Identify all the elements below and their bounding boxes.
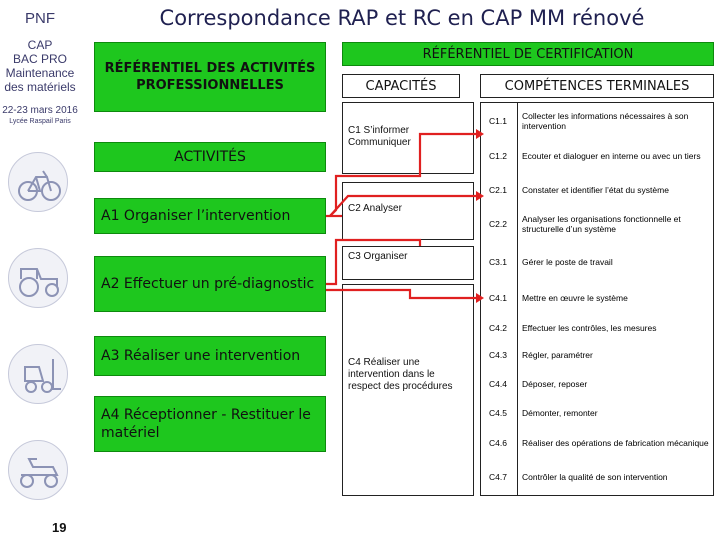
competence-row: C1.1 Collecter les informations nécessair… xyxy=(480,106,714,136)
competence-code: C4.6 xyxy=(489,438,507,448)
competence-row: C4.1 Mettre en œuvre le système xyxy=(480,284,714,312)
competence-text: Démonter, remonter xyxy=(522,408,598,418)
competence-row: C2.1 Constater et identifier l’état du sy… xyxy=(480,178,714,202)
activity-a2: A2 Effectuer un pré-diagnostic xyxy=(94,256,326,312)
activities-header: ACTIVITÉS xyxy=(94,142,326,172)
competence-text: Mettre en œuvre le système xyxy=(522,293,628,303)
column-divider xyxy=(517,103,518,495)
competences-table xyxy=(480,102,714,496)
mower-icon xyxy=(8,440,68,500)
school-name: Lycée Raspail Paris xyxy=(9,118,71,125)
capacity-c4: C4 Réaliser une intervention dans le res… xyxy=(342,284,474,496)
capacity-c3: C3 Organiser xyxy=(342,246,474,280)
competence-code: C4.7 xyxy=(489,472,507,482)
diploma-line: des matériels xyxy=(4,80,76,94)
competence-text: Régler, paramétrer xyxy=(522,350,593,360)
competence-row: C4.6 Réaliser des opérations de fabricati… xyxy=(480,428,714,458)
competence-text: Réaliser des opérations de fabrication m… xyxy=(522,438,709,448)
ref-activities-header: RÉFÉRENTIEL DES ACTIVITÉS PROFESSIONNELL… xyxy=(94,42,326,112)
competence-row: C2.2 Analyser les organisations fonctionn… xyxy=(480,206,714,242)
competence-text: Analyser les organisations fonctionnelle… xyxy=(522,214,681,234)
competence-code: C3.1 xyxy=(489,257,507,267)
capacities-header: CAPACITÉS xyxy=(342,74,460,98)
competence-text: Déposer, reposer xyxy=(522,379,588,389)
competence-row: C3.1 Gérer le poste de travail xyxy=(480,246,714,278)
competence-text: Collecter les informations nécessaires à… xyxy=(522,111,689,131)
competence-code: C4.2 xyxy=(489,323,507,333)
ref-certification-header: RÉFÉRENTIEL DE CERTIFICATION xyxy=(342,42,714,66)
competence-row: C4.3 Régler, paramétrer xyxy=(480,342,714,368)
diploma-line: Maintenance xyxy=(5,66,75,80)
tractor-icon xyxy=(8,248,68,308)
competence-row: C1.2 Ecouter et dialoguer en interne ou a… xyxy=(480,140,714,172)
competence-text: Gérer le poste de travail xyxy=(522,257,613,267)
activity-a4: A4 Réceptionner - Restituer le matériel xyxy=(94,396,326,452)
sidebar: PNF CAP BAC PRO Maintenance des matériel… xyxy=(0,0,82,540)
page-title: Correspondance RAP et RC en CAP MM rénov… xyxy=(159,6,645,30)
activity-a3: A3 Réaliser une intervention xyxy=(94,336,326,376)
competence-code: C4.3 xyxy=(489,350,507,360)
competence-row: C4.7 Contrôler la qualité de son interven… xyxy=(480,462,714,492)
competence-text: Constater et identifier l’état du systèm… xyxy=(522,185,669,195)
page-number: 19 xyxy=(52,520,67,535)
competence-text: Effectuer les contrôles, les mesures xyxy=(522,323,657,333)
diploma-line: CAP xyxy=(27,38,53,52)
competence-code: C2.1 xyxy=(489,185,507,195)
competence-text: Contrôler la qualité de son intervention xyxy=(522,472,668,482)
competence-code: C4.4 xyxy=(489,379,507,389)
competence-row: C4.2 Effectuer les contrôles, les mesures xyxy=(480,316,714,340)
competence-code: C4.1 xyxy=(489,293,507,303)
forklift-icon xyxy=(8,344,68,404)
competence-code: C2.2 xyxy=(489,219,507,229)
competence-code: C1.1 xyxy=(489,116,507,126)
capacity-c1: C1 S’informer Communiquer xyxy=(342,102,474,174)
event-date: 22-23 mars 2016 xyxy=(2,105,78,116)
competence-row: C4.5 Démonter, remonter xyxy=(480,400,714,426)
pnf-label: PNF xyxy=(25,10,55,27)
competences-header: COMPÉTENCES TERMINALES xyxy=(480,74,714,98)
activity-a1: A1 Organiser l’intervention xyxy=(94,198,326,234)
diploma-labels: CAP BAC PRO Maintenance des matériels xyxy=(0,38,80,94)
competence-text: Ecouter et dialoguer en interne ou avec … xyxy=(522,151,701,161)
diploma-line: BAC PRO xyxy=(12,52,67,66)
competence-code: C1.2 xyxy=(489,151,507,161)
capacity-c2: C2 Analyser xyxy=(342,182,474,240)
bicycle-icon xyxy=(8,152,68,212)
competence-code: C4.5 xyxy=(489,408,507,418)
competence-row: C4.4 Déposer, reposer xyxy=(480,370,714,398)
